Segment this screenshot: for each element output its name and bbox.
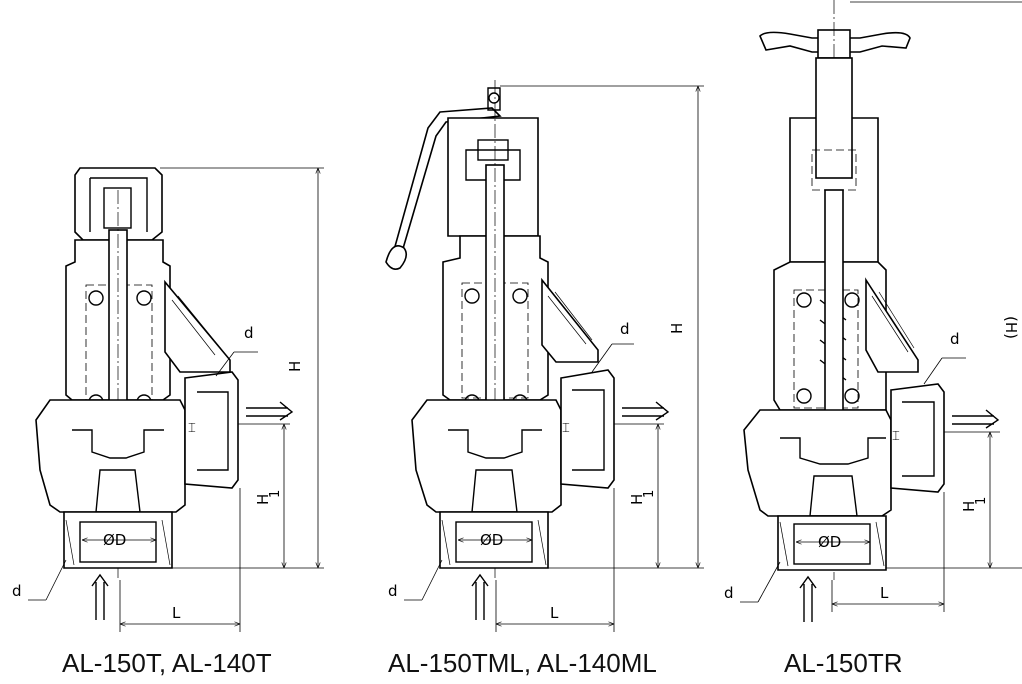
dim-dtop-v2: d [620,320,630,338]
dim-dbot-v1: d [12,582,22,600]
caption-al150t: AL-150T, AL-140T [62,648,272,678]
dim-h-v3: (H) [1002,316,1020,339]
valve-al150t-drawing: ⌶ H H 1 L ØD d d [12,167,324,632]
dim-d-v2: ØD [480,531,503,549]
dim-d-v1: ØD [103,531,126,549]
dim-dbot-v3: d [724,584,734,602]
dim-dbot-v2: d [388,582,398,600]
dim-h1-sub-v1: 1 [268,490,283,498]
dim-h1-sub-v3: 1 [974,497,989,505]
dim-d-v3: ØD [818,533,841,551]
dim-l-v3: L [880,584,889,602]
dim-h-v2: H [668,323,686,334]
dim-h1-v3: H [960,501,978,512]
dim-l-v2: L [550,604,559,622]
dim-h1-v2: H [628,494,646,505]
valve-al150tml-drawing: ⌶ H H 1 L ØD d d [385,80,704,632]
dim-dtop-v3: d [950,330,960,348]
svg-text:⌶: ⌶ [188,421,196,436]
caption-al150tr: AL-150TR [784,648,903,678]
dim-dtop-v1: d [244,324,254,342]
svg-text:⌶: ⌶ [562,421,570,436]
dim-h1-sub-v2: 1 [642,490,657,498]
dim-h1-v1: H [254,494,272,505]
svg-text:⌶: ⌶ [892,429,900,444]
caption-al150tml: AL-150TML, AL-140ML [388,648,657,678]
dim-h-v1: H [286,361,304,372]
dim-l-v1: L [172,604,181,622]
valve-al150tr-drawing: ⌶ (H) H 1 L ØD d d [724,0,1022,622]
